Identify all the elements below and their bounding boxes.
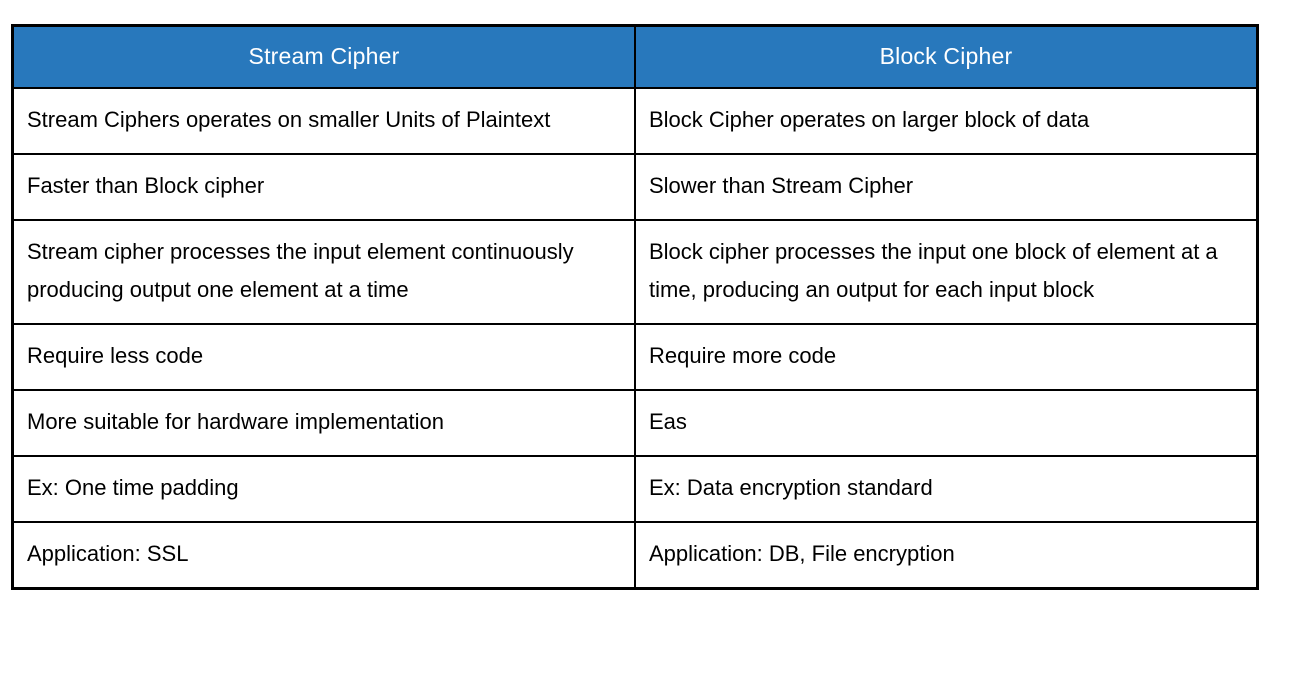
cell-stream-6: Application: SSL bbox=[11, 520, 636, 589]
cell-stream-2: Stream cipher processes the input elemen… bbox=[11, 218, 636, 325]
cell-stream-3: Require less code bbox=[11, 322, 636, 391]
cipher-comparison-table: Stream Cipher Block Cipher Stream Cipher… bbox=[11, 24, 1259, 590]
table-row: Stream Ciphers operates on smaller Units… bbox=[11, 86, 1259, 155]
table-header-row: Stream Cipher Block Cipher bbox=[11, 24, 1259, 89]
cell-block-1: Slower than Stream Cipher bbox=[634, 152, 1259, 221]
cell-block-0: Block Cipher operates on larger block of… bbox=[634, 86, 1259, 155]
cell-stream-4: More suitable for hardware implementatio… bbox=[11, 388, 636, 457]
table-row: Stream cipher processes the input elemen… bbox=[11, 218, 1259, 325]
cell-block-2: Block cipher processes the input one blo… bbox=[634, 218, 1259, 325]
cell-stream-5: Ex: One time padding bbox=[11, 454, 636, 523]
cipher-comparison-table-container: Stream Cipher Block Cipher Stream Cipher… bbox=[11, 24, 1259, 590]
table-header: Stream Cipher Block Cipher bbox=[11, 24, 1259, 89]
cell-block-3: Require more code bbox=[634, 322, 1259, 391]
table-row: More suitable for hardware implementatio… bbox=[11, 388, 1259, 457]
header-block-cipher: Block Cipher bbox=[634, 24, 1259, 89]
table-body: Stream Ciphers operates on smaller Units… bbox=[11, 86, 1259, 589]
header-stream-cipher: Stream Cipher bbox=[11, 24, 636, 89]
cell-block-6: Application: DB, File encryption bbox=[634, 520, 1259, 589]
cell-stream-1: Faster than Block cipher bbox=[11, 152, 636, 221]
cell-stream-0: Stream Ciphers operates on smaller Units… bbox=[11, 86, 636, 155]
cell-block-4: Eas bbox=[634, 388, 1259, 457]
cell-block-5: Ex: Data encryption standard bbox=[634, 454, 1259, 523]
